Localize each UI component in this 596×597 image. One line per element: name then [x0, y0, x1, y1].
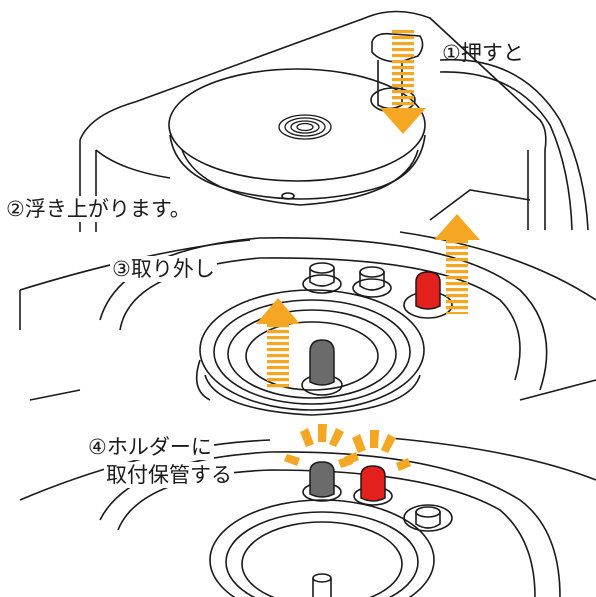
tank-ring-3 — [227, 309, 397, 399]
holder-post-body — [415, 512, 441, 529]
tank-base — [204, 374, 421, 416]
housing-step — [429, 189, 531, 221]
lid-foot — [281, 192, 295, 200]
interior-bottom-right — [519, 379, 596, 401]
post-2-socket — [352, 278, 392, 298]
power-cable — [439, 58, 589, 231]
panel-1-unit-top — [79, 10, 589, 232]
vent-icon — [278, 114, 332, 140]
tank-ring-2 — [213, 299, 411, 405]
step-4-label-line2: 取付保管する — [104, 462, 234, 488]
power-cable-inner — [439, 71, 573, 231]
holder-tank-1 — [209, 499, 435, 597]
red-cap-icon — [415, 271, 441, 310]
gray-cap-icon — [309, 339, 335, 386]
step-2-label: ②浮き上がります。 — [4, 196, 193, 222]
step-1-label: ①押すと — [442, 41, 524, 65]
interior-front-left — [195, 359, 211, 401]
panel-2-interior — [19, 231, 596, 416]
post-1-body — [309, 268, 335, 287]
tank-ring-4 — [245, 321, 379, 391]
interior-rim-inner — [119, 257, 521, 381]
center-post-top — [312, 573, 332, 583]
lid-rim — [169, 134, 426, 200]
post-2-top — [359, 266, 385, 278]
holder-post-socket — [403, 504, 453, 532]
holder-tank-3 — [241, 521, 403, 597]
housing-outline — [79, 10, 547, 230]
sparkle-icon — [338, 430, 411, 471]
button-cap — [371, 32, 424, 63]
holder-tank-2 — [225, 511, 419, 597]
interior-bottom-left — [29, 389, 81, 401]
lid-base — [181, 149, 419, 206]
sparkle-icon — [284, 424, 359, 466]
interior-right-edge — [399, 231, 596, 301]
holder-right-edge — [389, 437, 596, 481]
step-4-label-line1: ④ホルダーに — [86, 434, 214, 460]
step-3-label: ③取り外し — [110, 256, 217, 282]
down-arrow-icon — [380, 28, 426, 134]
up-arrow-icon — [256, 298, 300, 388]
lid-disc — [168, 68, 426, 182]
gray-cap-icon — [309, 461, 335, 498]
post-2-body — [359, 272, 385, 291]
red-cap-icon — [360, 465, 386, 502]
post-1-top — [309, 262, 335, 274]
up-arrow-icon — [434, 214, 480, 314]
post-1-socket — [302, 274, 342, 294]
holder-post-top — [415, 506, 441, 518]
center-post-body — [312, 578, 332, 597]
tank-ring-1 — [199, 289, 425, 411]
housing-front-edge — [95, 149, 171, 179]
